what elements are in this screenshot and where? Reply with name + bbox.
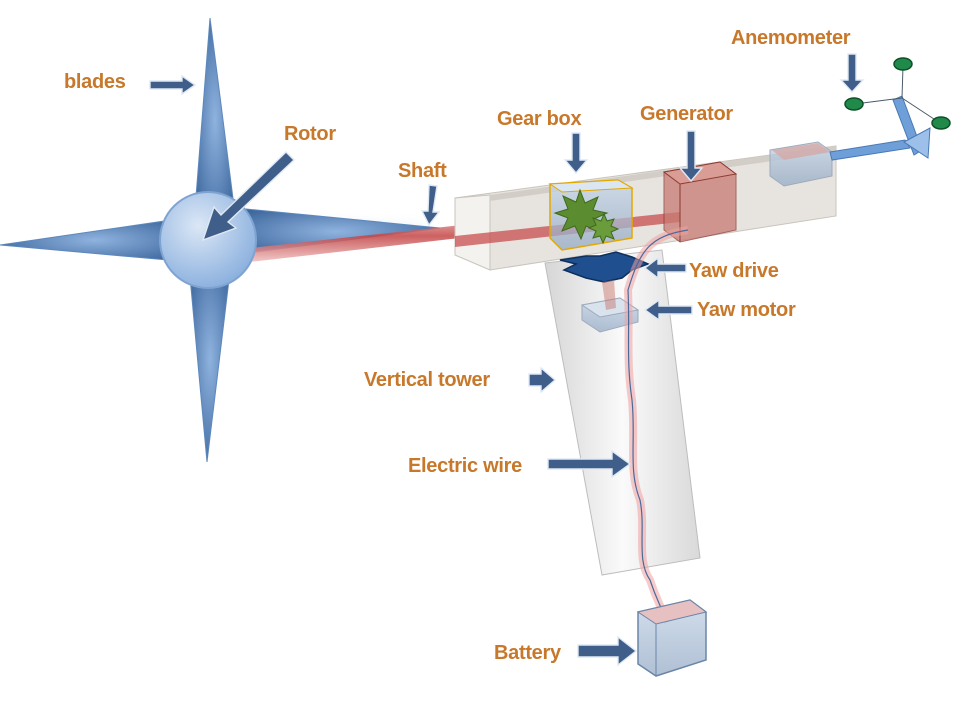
label-generator: Generator — [640, 103, 733, 125]
gear-box — [548, 179, 634, 251]
label-shaft: Shaft — [398, 160, 447, 182]
label-battery: Battery — [494, 642, 562, 664]
gear-small — [587, 212, 620, 245]
label-yaw-motor: Yaw motor — [697, 299, 796, 321]
anemometer-cup-1 — [893, 57, 913, 71]
electric-wire-core — [627, 229, 689, 623]
labels: blades Rotor Shaft Gear box Generator An… — [63, 26, 853, 666]
label-anemometer: Anemometer — [731, 27, 851, 49]
label-vertical-tower: Vertical tower — [364, 369, 490, 391]
arrow-rotor — [201, 151, 296, 242]
arrow-vertical-tower — [528, 366, 557, 394]
pointer-arrows — [149, 53, 865, 667]
arrow-anemometer — [839, 53, 865, 94]
blade-top — [193, 17, 237, 223]
arrow-blades — [149, 74, 197, 96]
label-blades: blades — [64, 71, 126, 93]
label-electric-wire: Electric wire — [408, 455, 522, 477]
battery — [636, 599, 708, 677]
generator — [662, 161, 738, 243]
anemometer-cup-2 — [844, 97, 864, 111]
arrow-shaft — [420, 184, 441, 227]
vertical-tower — [544, 249, 701, 576]
anemometer-cup-3 — [931, 116, 951, 130]
label-rotor: Rotor — [284, 123, 336, 145]
rotor-blades — [0, 17, 441, 463]
arrow-gear-box — [563, 132, 589, 175]
arrow-electric-wire — [547, 449, 632, 479]
arrow-yaw-motor — [643, 298, 693, 322]
arrow-generator — [678, 130, 704, 183]
anemometer — [829, 57, 951, 161]
yaw-motor — [580, 280, 640, 333]
control-box — [769, 141, 833, 187]
label-yaw-drive: Yaw drive — [689, 260, 779, 282]
label-gear-box: Gear box — [497, 108, 581, 130]
arrow-battery — [577, 635, 638, 667]
arrow-yaw-drive — [643, 256, 687, 280]
